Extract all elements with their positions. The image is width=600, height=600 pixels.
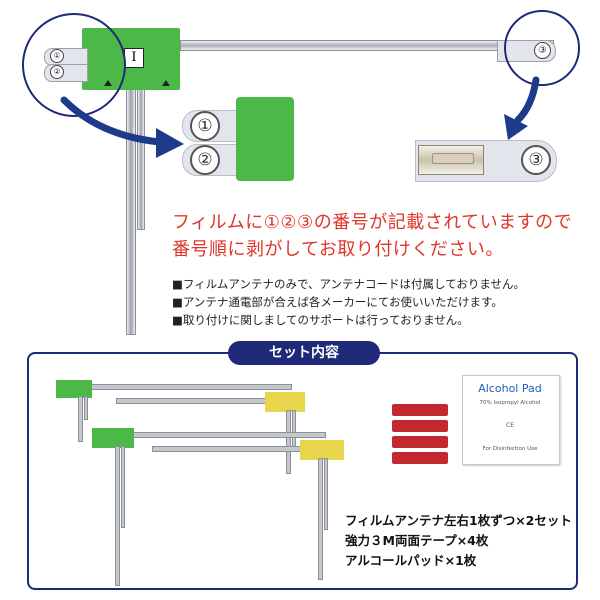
tape-strip xyxy=(392,404,448,416)
highlight-circle-right xyxy=(504,10,580,86)
contents-item-2: 強力３M両面テープ×4枚 xyxy=(345,533,489,548)
instruction-line-2: 番号順に剥がしてお取り付けください。 xyxy=(172,239,504,260)
small-antenna-stem xyxy=(324,458,328,530)
small-antenna-stem xyxy=(84,396,88,420)
instruction-line-1: フィルムに①②③の番号が記載されていますので xyxy=(172,212,573,233)
small-antenna-stem xyxy=(286,410,291,474)
small-antenna-element xyxy=(130,432,326,438)
arrow-icon xyxy=(60,96,184,158)
small-antenna-stem xyxy=(121,446,125,528)
alcohol-pad-title: Alcohol Pad xyxy=(478,382,542,395)
small-antenna-green xyxy=(92,428,134,448)
small-antenna-element xyxy=(88,384,292,390)
warning-triangle-icon xyxy=(162,80,170,86)
small-antenna-element xyxy=(116,398,268,404)
tape-strip xyxy=(392,436,448,448)
alcohol-pad-mark: CE xyxy=(506,422,514,429)
antenna-id-box: I xyxy=(124,48,144,68)
note-line-1: ■フィルムアンテナのみで、アンテナコードは付属しておりません。 xyxy=(172,277,525,291)
highlight-circle-left xyxy=(22,13,126,117)
alcohol-pad-footer: For Disinfection Use xyxy=(482,446,538,452)
zoom-green-body xyxy=(236,97,294,181)
contents-item-1: フィルムアンテナ左右1枚ずつ×2セット xyxy=(345,513,572,528)
zoom-number-1: ① xyxy=(190,111,220,141)
small-antenna-stem xyxy=(78,396,83,442)
note-line-3: ■取り付けに関しましてのサポートは行っておりません。 xyxy=(172,313,469,327)
small-antenna-stem xyxy=(318,458,323,580)
small-antenna-yellow xyxy=(265,392,305,412)
tape-strip xyxy=(392,452,448,464)
note-line-2: ■アンテナ通電部が合えば各メーカーにてお使いいただけます。 xyxy=(172,295,503,309)
small-antenna-stem xyxy=(115,446,120,586)
alcohol-pad xyxy=(462,375,560,465)
alcohol-pad-subtitle: 70% Isopropyl Alcohol xyxy=(479,400,541,406)
tape-strip xyxy=(392,420,448,432)
arrow-icon xyxy=(504,76,540,140)
small-antenna-element xyxy=(152,446,304,452)
small-antenna-green xyxy=(56,380,92,398)
set-contents-title: セット内容 xyxy=(228,341,380,365)
zoom-number-2: ② xyxy=(190,145,220,175)
contents-item-3: アルコールパッド×1枚 xyxy=(345,553,477,568)
zoom-number-3: ③ xyxy=(521,145,551,175)
small-antenna-yellow xyxy=(300,440,344,460)
zoom-element-slot xyxy=(432,153,474,164)
